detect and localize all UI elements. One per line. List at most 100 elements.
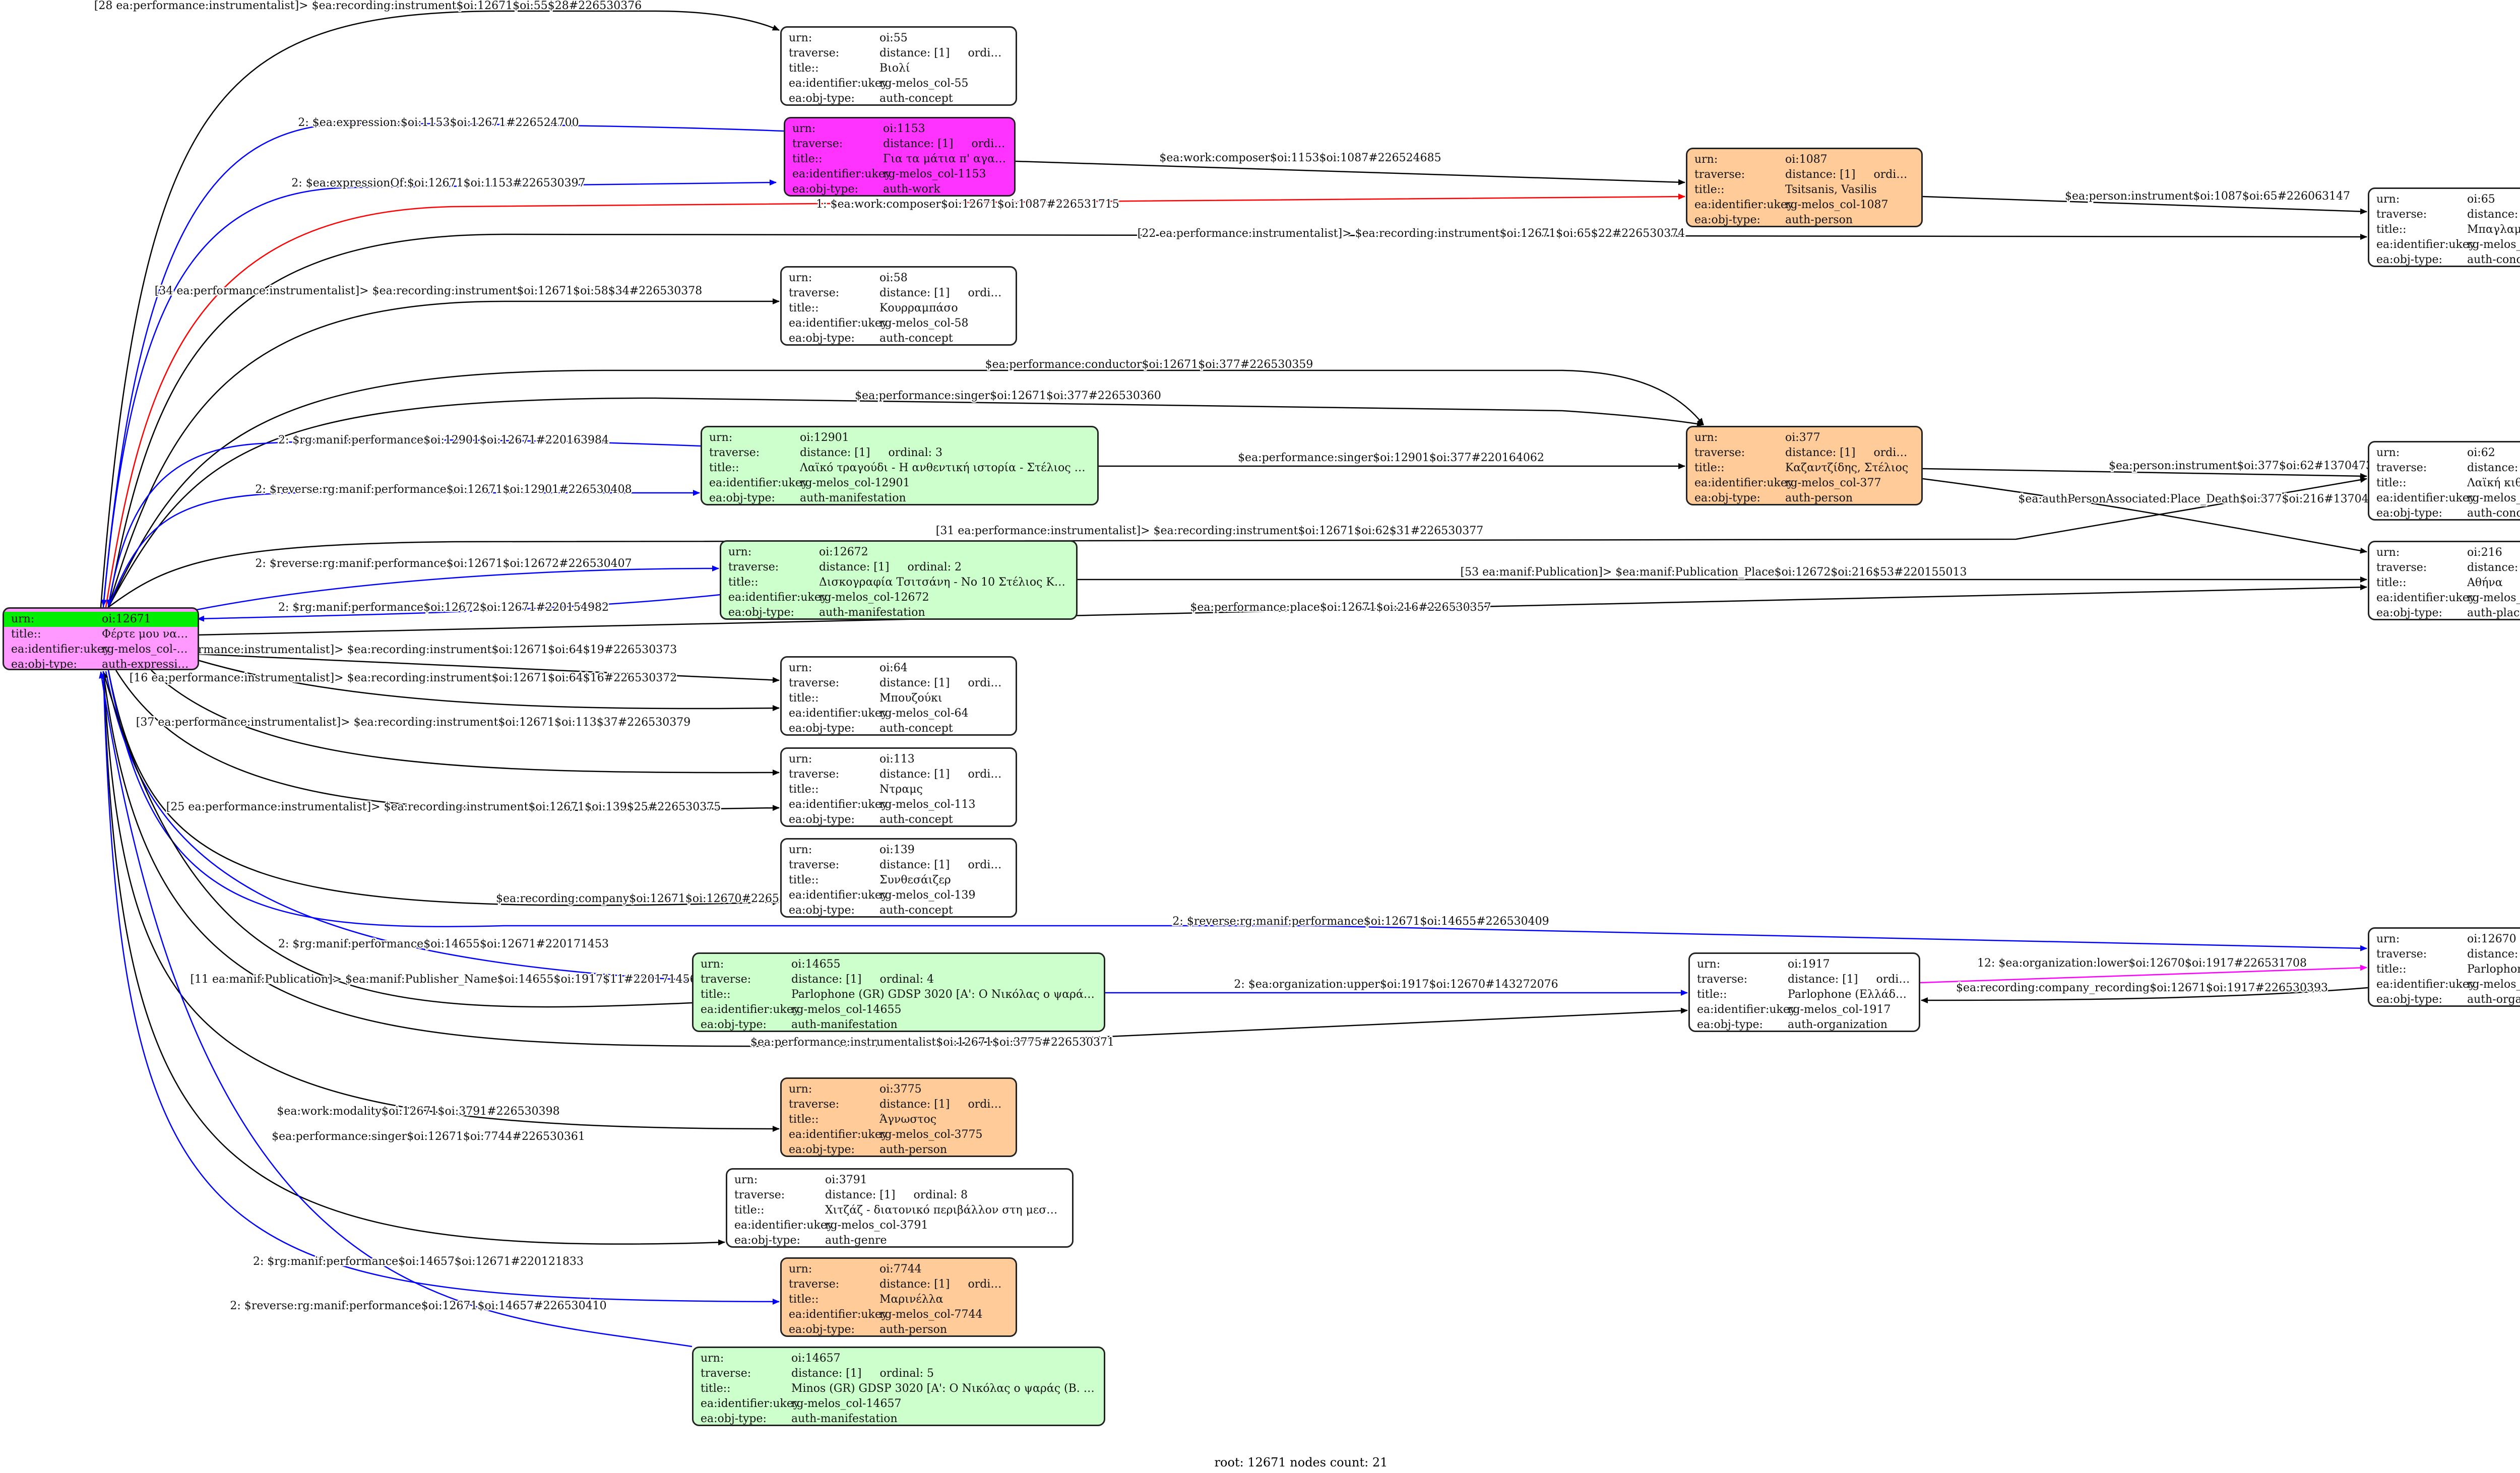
graph-edge xyxy=(107,490,700,608)
node-distance: distance: [1] xyxy=(2467,561,2520,574)
edge-label: 2: $ea:expressionOf:$oi:12671$oi:1153#22… xyxy=(291,177,585,189)
node-ordinal: ordinal: 1 xyxy=(971,138,1007,150)
node-distance: distance: [1] xyxy=(2467,462,2520,474)
graph-edge xyxy=(101,122,784,607)
edge-label: $ea:authPersonAssociated:Place_Death$oi:… xyxy=(2018,493,2397,505)
graph-edge xyxy=(1015,160,1685,185)
node-ukey: rg-melos_col-377 xyxy=(1785,477,1881,489)
node-urn: oi:1917 xyxy=(1788,958,1830,971)
edge-label: [22 ea:performance:instrumentalist]> $ea… xyxy=(1138,227,1685,240)
graph-edge xyxy=(99,671,692,1348)
node-urn: oi:3791 xyxy=(825,1174,867,1186)
graph-edge xyxy=(1921,987,2368,1003)
node-ordinal: ordinal: 8 xyxy=(913,1189,968,1201)
node-urn: oi:1153 xyxy=(883,122,925,135)
node-ukey: rg-melos_col-12672 xyxy=(819,591,929,604)
edge-label: $ea:performance:conductor$oi:12671$oi:37… xyxy=(985,358,1313,371)
node-ukey: rg-melos_col-12901 xyxy=(800,477,910,489)
node-urn: oi:1087 xyxy=(1785,153,1828,166)
edge-label: 2: $ea:organization:upper$oi:1917$oi:126… xyxy=(1234,978,1558,991)
node-obj-type: auth-work xyxy=(883,183,940,196)
edge-label: $ea:performance:singer$oi:12671$oi:377#2… xyxy=(855,390,1161,402)
node-distance: distance: [1] xyxy=(879,1098,950,1111)
node-distance: distance: [1] xyxy=(879,859,950,871)
node-ordinal: ordinal: 5 xyxy=(879,1367,934,1380)
graph-edge xyxy=(105,194,1685,608)
graph-edge xyxy=(1922,468,2367,479)
node-title: Μαρινέλλα xyxy=(879,1293,943,1306)
node-title: Συνθεσάιζερ xyxy=(879,874,951,886)
node-distance: distance: [1] xyxy=(791,973,862,986)
node-distance: distance: [1] xyxy=(800,446,870,459)
node-title: Καζαντζίδης, Στέλιος xyxy=(1785,462,1909,474)
node-title: Άγνωστος xyxy=(879,1113,937,1126)
node-title: Λαϊκή κιθάρα xyxy=(2467,477,2520,489)
node-ordinal: ordinal: 14 xyxy=(968,677,1009,689)
node-title: Minos (GR) GDSP 3020 [Α': Ο Νικόλας ο ψα… xyxy=(791,1382,1097,1395)
node-title: Βιολί xyxy=(879,62,910,75)
node-distance: distance: [1] xyxy=(883,138,954,150)
node-ukey: rg-melos_col-113 xyxy=(879,798,976,811)
node-distance: distance: [1] xyxy=(879,768,950,781)
node-ukey: rg-melos_col-1153 xyxy=(883,168,986,180)
edge-label: [34 ea:performance:instrumentalist]> $ea… xyxy=(155,285,702,297)
node-ordinal: ordinal: 20 xyxy=(968,768,1009,781)
node-ordinal: ordinal: 13 xyxy=(968,1278,1009,1291)
graph-edge xyxy=(1922,196,2367,215)
node-title: Κουρραμπάσο xyxy=(879,302,958,314)
node-obj-type: auth-person xyxy=(879,1323,948,1336)
node-obj-type: auth-manifestation xyxy=(791,1413,898,1425)
node-distance: distance: [1] xyxy=(1785,168,1856,181)
node-title: Μπουζούκι xyxy=(879,692,942,705)
graph-edge xyxy=(115,670,780,811)
node-title: Ντραμς xyxy=(879,783,923,796)
edge-label: 2: $reverse:rg:manif:performance$oi:1267… xyxy=(1172,915,1549,928)
edge-label: [11 ea:manif:Publication]> $ea:manif:Pub… xyxy=(190,973,697,986)
node-ukey: rg-melos_col-14657 xyxy=(791,1397,902,1410)
edge-label: [37 ea:performance:instrumentalist]> $ea… xyxy=(136,716,690,729)
node-ordinal: ordinal: 11 xyxy=(1873,168,1914,181)
node-distance: distance: [1] xyxy=(2467,948,2520,960)
edge-label: $ea:performance:instrumentalist$oi:12671… xyxy=(750,1036,1114,1049)
graph-edge xyxy=(102,179,777,608)
graph-edge xyxy=(107,670,2367,951)
node-obj-type: auth-manifestation xyxy=(800,492,906,504)
graph-edge xyxy=(100,10,780,608)
edge-label: $ea:work:composer$oi:1153$oi:1087#226524… xyxy=(1159,152,1441,164)
graph-edge xyxy=(107,397,1704,608)
graph-edge xyxy=(151,670,780,776)
node-distance: distance: [1] xyxy=(879,287,950,299)
graph-edge xyxy=(102,671,725,1246)
node-urn: oi:12901 xyxy=(800,431,849,444)
node-urn: oi:58 xyxy=(879,272,908,284)
node-distance: distance: [1] xyxy=(2467,208,2520,221)
node-obj-type: auth-concept xyxy=(2467,253,2520,266)
edge-label: $ea:person:instrument$oi:377$oi:62#13704… xyxy=(2109,460,2387,472)
node-obj-type: auth-expression xyxy=(102,658,191,670)
node-ordinal: ordinal: 7 xyxy=(1876,973,1912,986)
edge-label: 2: $ea:expression:$oi:1153$oi:12671#2265… xyxy=(298,116,579,129)
node-distance: distance: [1] xyxy=(879,47,950,59)
